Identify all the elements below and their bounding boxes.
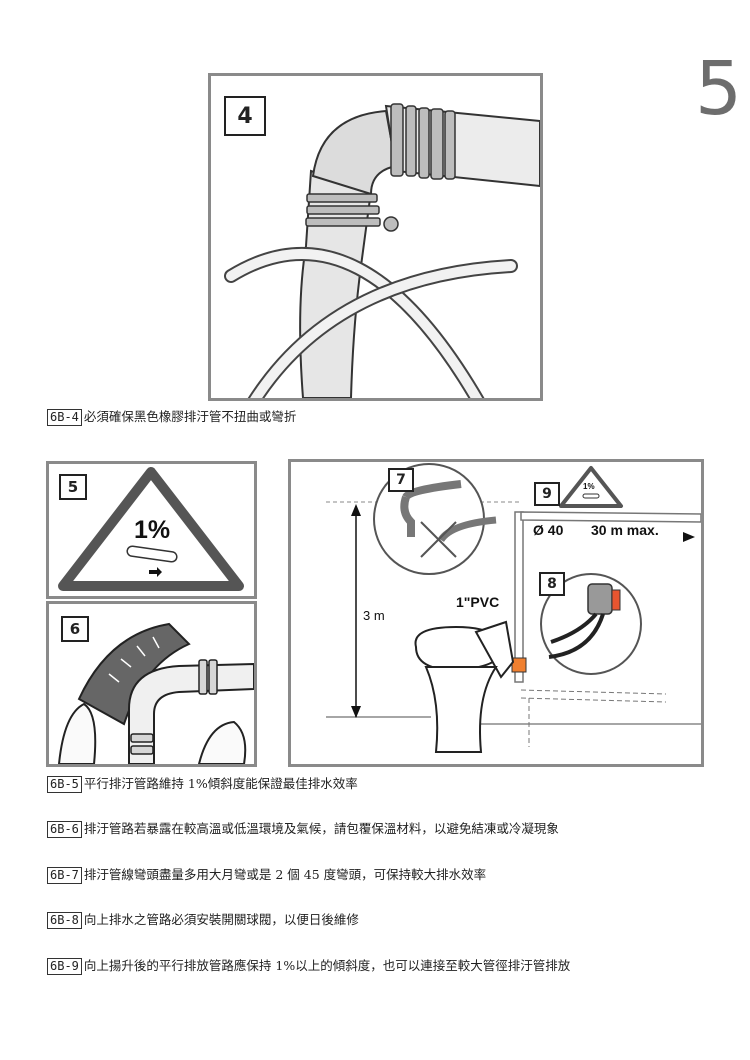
step-8-label: 8 xyxy=(539,572,565,596)
step-6-label: 6 xyxy=(61,616,89,642)
caption-code: 6B-7 xyxy=(47,867,82,884)
caption-code: 6B-8 xyxy=(47,912,82,929)
step-5-label: 5 xyxy=(59,474,87,500)
installation-diagram xyxy=(326,463,701,753)
caption-code: 6B-9 xyxy=(47,958,82,975)
caption-text: 排汙管路若暴露在較高溫或低溫環境及氣候，請包覆保溫材料，以避免結凍或冷凝現象 xyxy=(83,821,559,836)
caption-text: 向上排水之管路必須安裝開關球閥，以便日後維修 xyxy=(83,912,359,927)
caption-text: 必須確保黑色橡膠排汙管不扭曲或彎折 xyxy=(83,409,297,424)
step-7-label: 7 xyxy=(388,468,414,492)
figure-6-panel: 6 xyxy=(46,601,257,767)
top-slope-label: 1% xyxy=(583,482,595,491)
slope-warning-triangle xyxy=(58,467,244,591)
caption-text: 平行排汙管路維持 1%傾斜度能保證最佳排水效率 xyxy=(83,776,358,791)
caption-code: 6B-6 xyxy=(47,821,82,838)
max-length-label: 30 m max. xyxy=(591,522,659,538)
insulation-illustration xyxy=(57,622,254,764)
caption-code: 6B-4 xyxy=(47,409,82,426)
step-4-label: 4 xyxy=(224,96,266,136)
installation-panel: 7 9 8 1% Ø 40 30 m max. 3 m 1"PVC xyxy=(288,459,704,767)
caption-text: 向上揚升後的平行排放管路應保持 1%以上的傾斜度，也可以連接至較大管徑排汙管排放 xyxy=(83,958,571,973)
caption-text: 排汙管線彎頭盡量多用大月彎或是 2 個 45 度彎頭，可保持較大排水效率 xyxy=(83,867,487,882)
pipe-diameter-label: Ø 40 xyxy=(533,522,564,538)
height-label: 3 m xyxy=(363,608,385,623)
hose-bend-illustration xyxy=(224,103,540,398)
slope-percent-label: 1% xyxy=(134,516,171,544)
pvc-label: 1"PVC xyxy=(456,594,500,610)
step-9-label: 9 xyxy=(534,482,560,506)
caption-code: 6B-5 xyxy=(47,776,82,793)
figure-5-panel: 1% 5 xyxy=(46,461,257,599)
figure-4-panel: 4 xyxy=(208,73,543,401)
page-number: 5 xyxy=(695,46,743,132)
